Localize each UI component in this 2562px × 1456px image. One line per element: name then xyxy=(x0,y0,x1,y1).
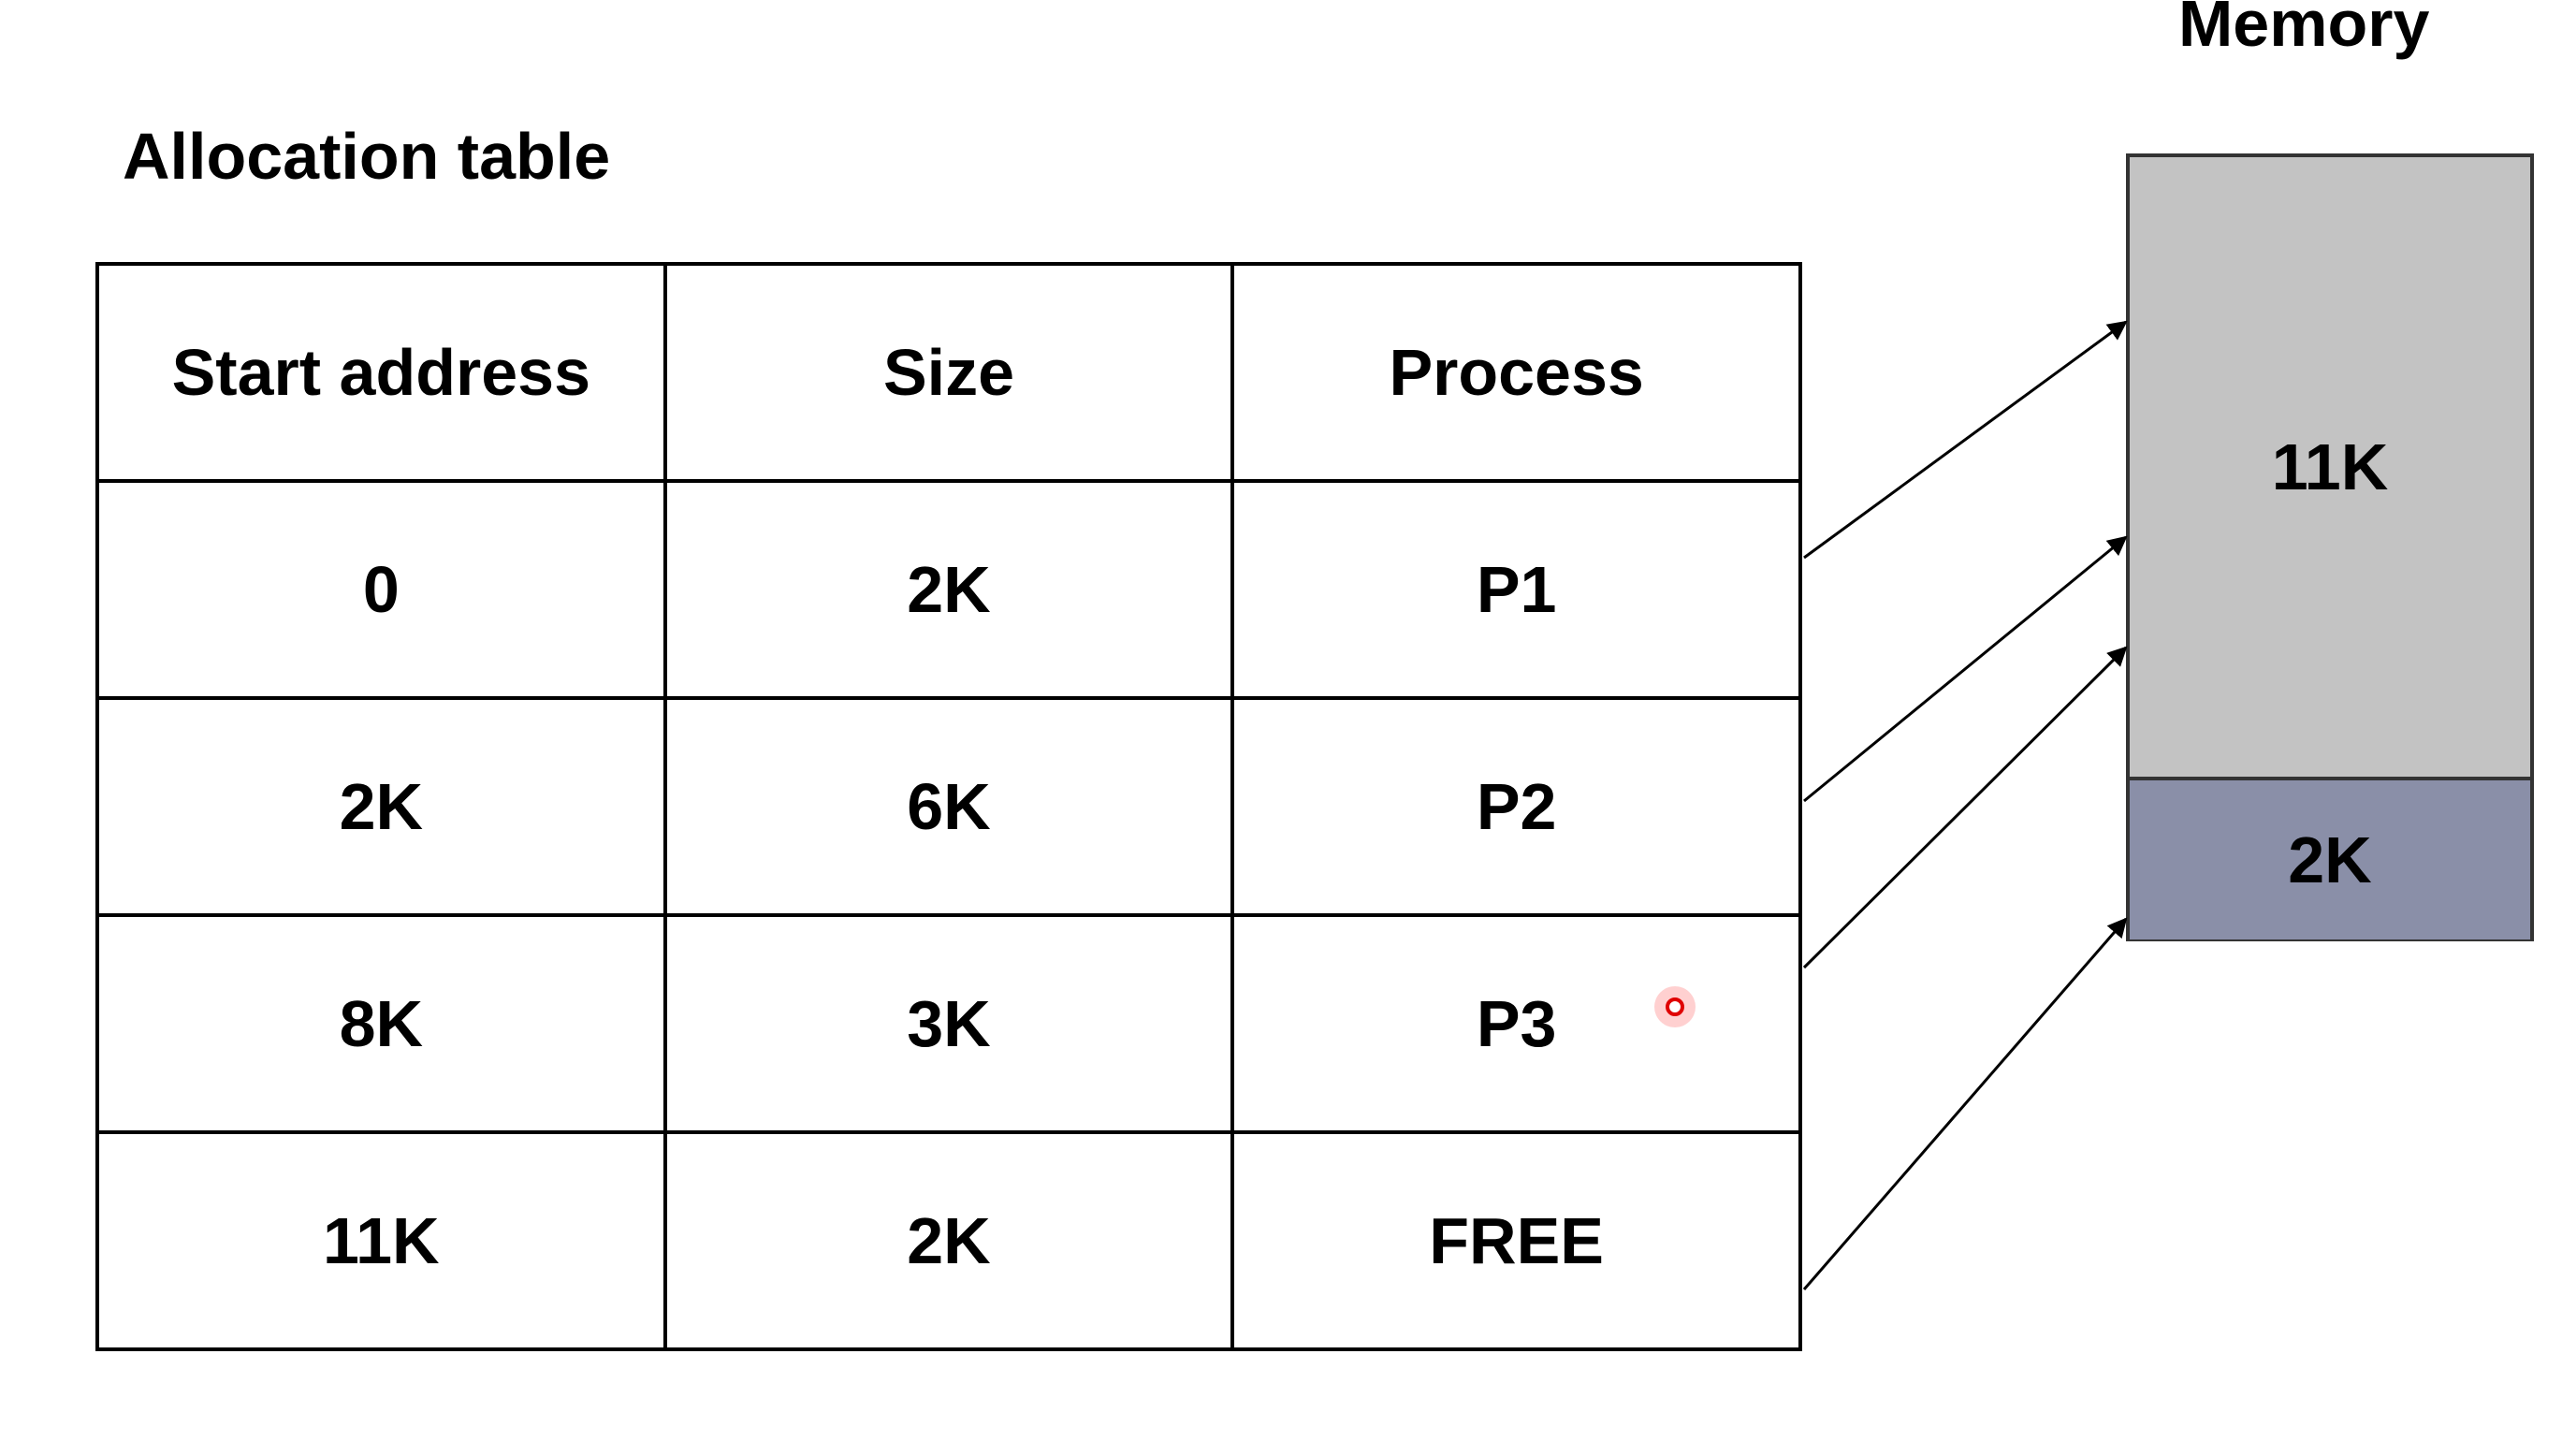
cell-size: 6K xyxy=(662,696,1235,917)
mouse-pointer-indicator xyxy=(1654,986,1696,1027)
cell-start-address: 11K xyxy=(95,1130,667,1351)
memory-segment-2k: 2K xyxy=(2130,780,2530,939)
table-row: 11K 2K FREE xyxy=(95,1130,1802,1351)
cell-process: FREE xyxy=(1230,1130,1802,1351)
memory-segment-label: 11K xyxy=(2271,430,2389,503)
cell-start-address: 2K xyxy=(95,696,667,917)
table-row: 2K 6K P2 xyxy=(95,696,1802,917)
arrow-p3 xyxy=(1802,646,2128,969)
allocation-table-title: Allocation table xyxy=(123,120,611,193)
header-process: Process xyxy=(1230,262,1802,483)
memory-title: Memory xyxy=(2178,0,2430,60)
memory-segment-label: 2K xyxy=(2288,823,2372,896)
table-row: 8K 3K P3 xyxy=(95,913,1802,1134)
table-header-row: Start address Size Process xyxy=(95,262,1802,483)
memory-segment-11k: 11K xyxy=(2130,157,2530,780)
arrow-p2 xyxy=(1803,535,2128,803)
cell-size: 2K xyxy=(662,1130,1235,1351)
cell-process: P1 xyxy=(1230,479,1802,700)
header-size: Size xyxy=(662,262,1235,483)
arrow-p1 xyxy=(1803,320,2128,560)
header-start-address: Start address xyxy=(95,262,667,483)
allocation-table: Start address Size Process 0 2K P1 2K 6K… xyxy=(95,262,1802,1351)
cell-process: P3 xyxy=(1230,913,1802,1134)
cell-start-address: 0 xyxy=(95,479,667,700)
table-row: 0 2K P1 xyxy=(95,479,1802,700)
cell-start-address: 8K xyxy=(95,913,667,1134)
cell-size: 3K xyxy=(662,913,1235,1134)
arrow-free xyxy=(1802,917,2128,1290)
cell-size: 2K xyxy=(662,479,1235,700)
cell-process: P2 xyxy=(1230,696,1802,917)
memory-block: 11K 2K xyxy=(2126,153,2534,941)
